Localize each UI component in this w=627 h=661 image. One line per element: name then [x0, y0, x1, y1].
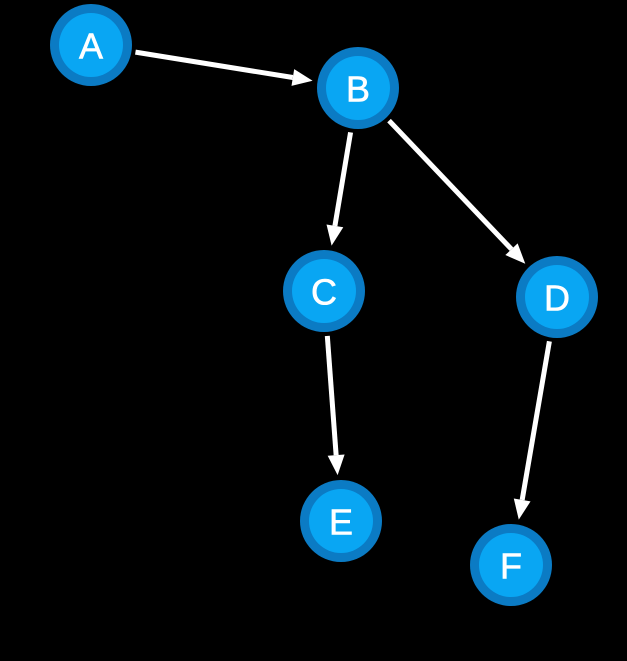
edge-arrowhead-icon	[291, 69, 313, 86]
graph-edge-d-to-f[interactable]	[513, 340, 552, 520]
graph-node-e[interactable]: E	[300, 480, 382, 562]
graph-edge-b-to-d[interactable]	[387, 118, 526, 264]
node-layer: A B C D E F	[50, 4, 598, 606]
edge-shaft	[324, 335, 339, 456]
edge-arrowhead-icon	[326, 224, 344, 246]
edge-arrowhead-icon	[505, 243, 526, 264]
node-label: D	[544, 278, 570, 319]
node-disc	[479, 533, 543, 597]
node-disc	[292, 259, 356, 323]
edge-layer	[135, 49, 552, 520]
graph-node-a[interactable]: A	[50, 4, 132, 86]
edge-arrowhead-icon	[513, 498, 531, 520]
node-disc	[326, 56, 390, 120]
node-disc	[525, 265, 589, 329]
edge-arrowhead-icon	[327, 454, 345, 476]
node-label: B	[346, 69, 370, 110]
graph-edge-b-to-c[interactable]	[326, 131, 354, 246]
graph-edge-c-to-e[interactable]	[324, 335, 345, 476]
edge-shaft	[135, 49, 294, 80]
node-label: C	[311, 272, 337, 313]
edge-shaft	[332, 131, 354, 227]
node-label: F	[500, 546, 522, 587]
node-label: A	[79, 26, 103, 67]
node-disc	[309, 489, 373, 553]
node-label: E	[329, 502, 353, 543]
graph-node-b[interactable]: B	[317, 47, 399, 129]
graph-node-c[interactable]: C	[283, 250, 365, 332]
graph-node-f[interactable]: F	[470, 524, 552, 606]
edge-shaft	[387, 118, 514, 251]
graph-edge-a-to-b[interactable]	[135, 49, 313, 86]
edge-shaft	[519, 340, 552, 501]
graph-node-d[interactable]: D	[516, 256, 598, 338]
node-disc	[59, 13, 123, 77]
